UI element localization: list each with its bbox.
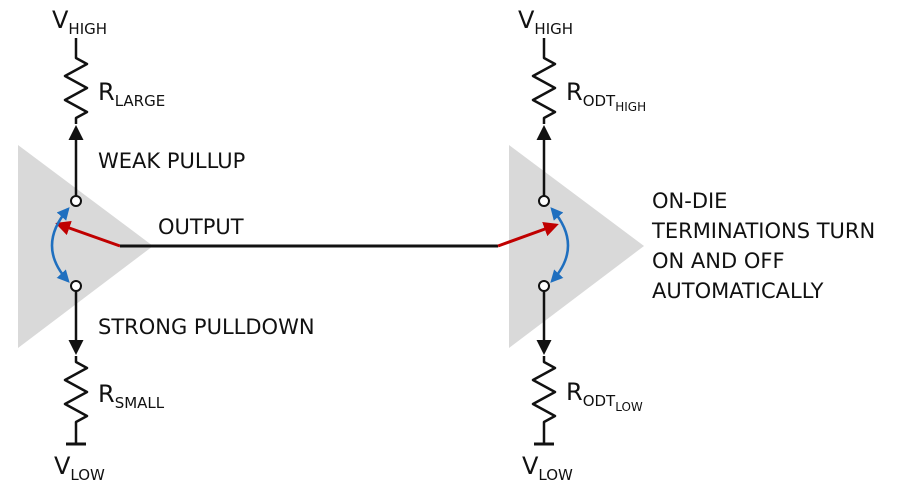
odt-note-line-4: AUTOMATICALLY: [652, 279, 824, 303]
driver-switch-arc: [50, 207, 70, 283]
driver-pulldown-contact: [70, 280, 82, 292]
odt-note-line-3: ON AND OFF: [652, 249, 785, 273]
receiver-high-contact: [538, 195, 550, 207]
receiver-low-contact: [538, 280, 550, 292]
driver-pullup-resistor: [63, 52, 89, 124]
receiver-section: VHIGH RODTHIGH RODTLOW VLOW ON-DIE TERMI…: [497, 6, 875, 484]
driver-vhigh-label: VHIGH: [52, 6, 107, 38]
receiver-switch-arm: [497, 222, 559, 248]
receiver-switch-arc: [550, 207, 570, 283]
receiver-triangle: [509, 145, 644, 348]
driver-strong-pulldown-label: STRONG PULLDOWN: [98, 315, 315, 339]
driver-section: VHIGH RLARGE WEAK PULLUP STRONG PULLDOWN…: [18, 6, 315, 484]
driver-r-small-label: RSMALL: [98, 380, 165, 412]
driver-r-large-label: RLARGE: [98, 78, 165, 110]
odt-note-line-2: TERMINATIONS TURN: [651, 219, 875, 243]
receiver-vhigh-label: VHIGH: [518, 6, 573, 38]
receiver-odt-low-resistor: [531, 356, 557, 444]
output-label: OUTPUT: [158, 215, 244, 239]
receiver-vlow-label: VLOW: [522, 452, 573, 484]
odt-note-line-1: ON-DIE: [652, 189, 727, 213]
driver-vlow-label: VLOW: [54, 452, 105, 484]
driver-weak-pullup-label: WEAK PULLUP: [98, 149, 245, 173]
driver-triangle: [18, 145, 153, 348]
receiver-r-odt-high-label: RODTHIGH: [566, 78, 646, 114]
receiver-odt-high-resistor: [531, 52, 557, 124]
driver-pullup-contact: [70, 195, 82, 207]
receiver-r-odt-low-label: RODTLOW: [566, 378, 643, 414]
driver-pulldown-resistor: [63, 356, 89, 444]
